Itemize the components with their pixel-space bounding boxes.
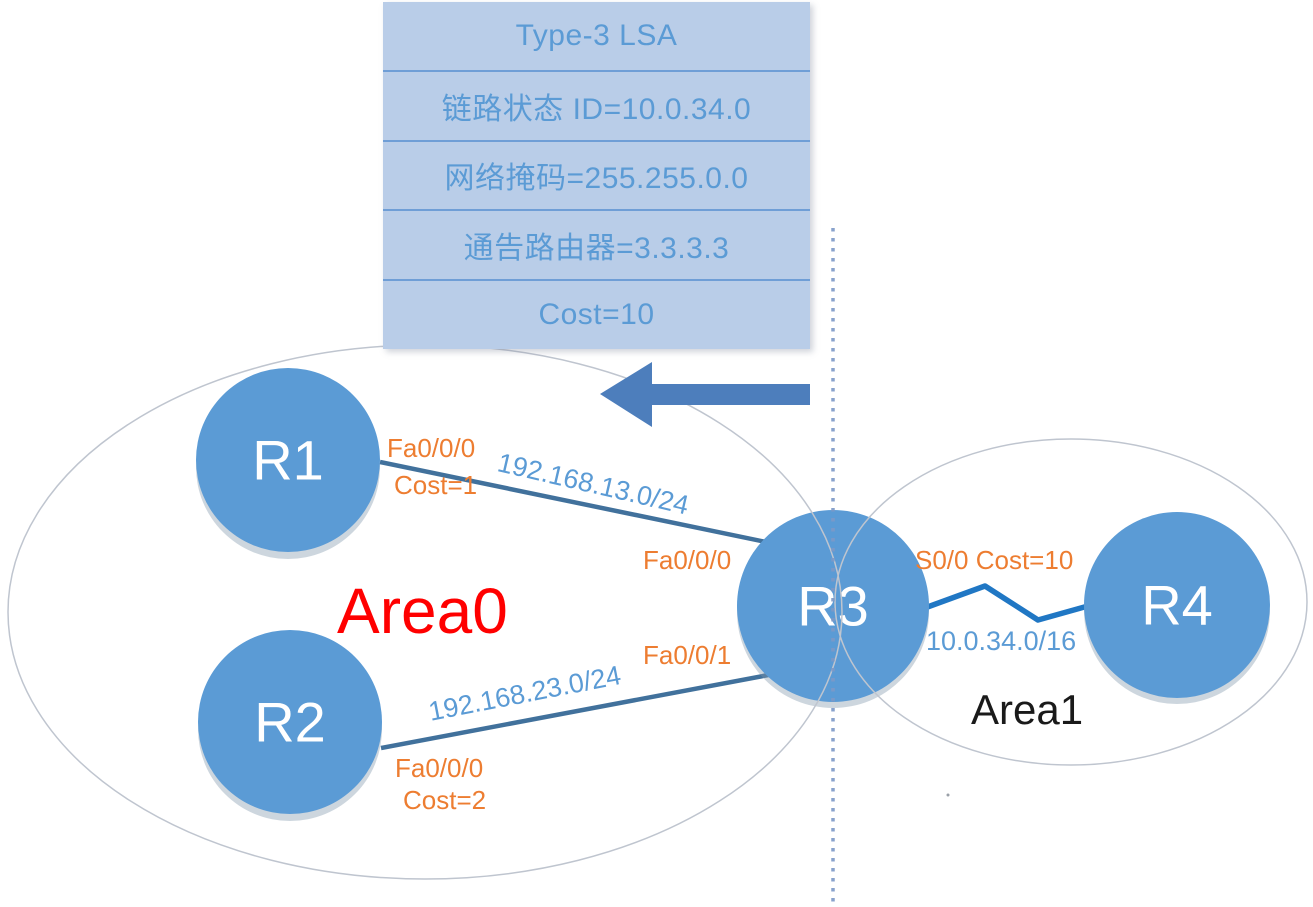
router-r1: R1	[196, 368, 380, 559]
serial-link-r3-r4	[919, 583, 1091, 623]
area1-ellipse	[834, 438, 1308, 766]
r3-interface-fa001-label: Fa0/0/1	[643, 640, 732, 670]
area1-label: Area1	[971, 686, 1084, 733]
lsa-table: Type-3 LSA 链路状态 ID=10.0.34.0 网络掩码=255.25…	[383, 2, 810, 349]
area0-label: Area0	[337, 575, 508, 647]
lsa-flood-arrow-icon	[600, 362, 810, 427]
router-r2-circle	[198, 630, 382, 814]
link34-network-label: 10.0.34.0/16	[926, 626, 1077, 656]
router-r3: R3	[737, 510, 929, 708]
router-r1-label: R1	[252, 429, 324, 492]
r1-interface-label: Fa0/0/0	[387, 433, 476, 463]
router-r4: R4	[1084, 512, 1270, 704]
lsa-table-header: Type-3 LSA	[515, 18, 678, 52]
lsa-row-advertising-router: 通告路由器=3.3.3.3	[383, 209, 810, 279]
lsa-row-link-state-id: 链路状态 ID=10.0.34.0	[383, 69, 810, 140]
stray-dot	[946, 793, 950, 797]
r2-cost-label: Cost=2	[403, 785, 487, 815]
router-r4-circle	[1084, 512, 1270, 698]
router-r3-circle	[737, 510, 929, 702]
lsa-row-network-mask: 网络掩码=255.255.0.0	[383, 139, 810, 210]
router-r3-label: R3	[797, 575, 869, 638]
r1-cost-label: Cost=1	[394, 470, 478, 500]
router-r2-label: R2	[254, 691, 326, 754]
link-r1-r3	[379, 459, 796, 551]
router-r4-label: R4	[1141, 574, 1213, 637]
lsa-row-cost: Cost=10	[383, 279, 810, 349]
router-r1-circle	[196, 368, 380, 552]
r3-interface-fa000-label: Fa0/0/0	[643, 545, 732, 575]
link-r2-r3	[380, 667, 796, 751]
router-r2: R2	[198, 630, 382, 821]
r3-serial-interface-cost-label: S0/0 Cost=10	[915, 545, 1074, 575]
r2-interface-label: Fa0/0/0	[395, 753, 484, 783]
